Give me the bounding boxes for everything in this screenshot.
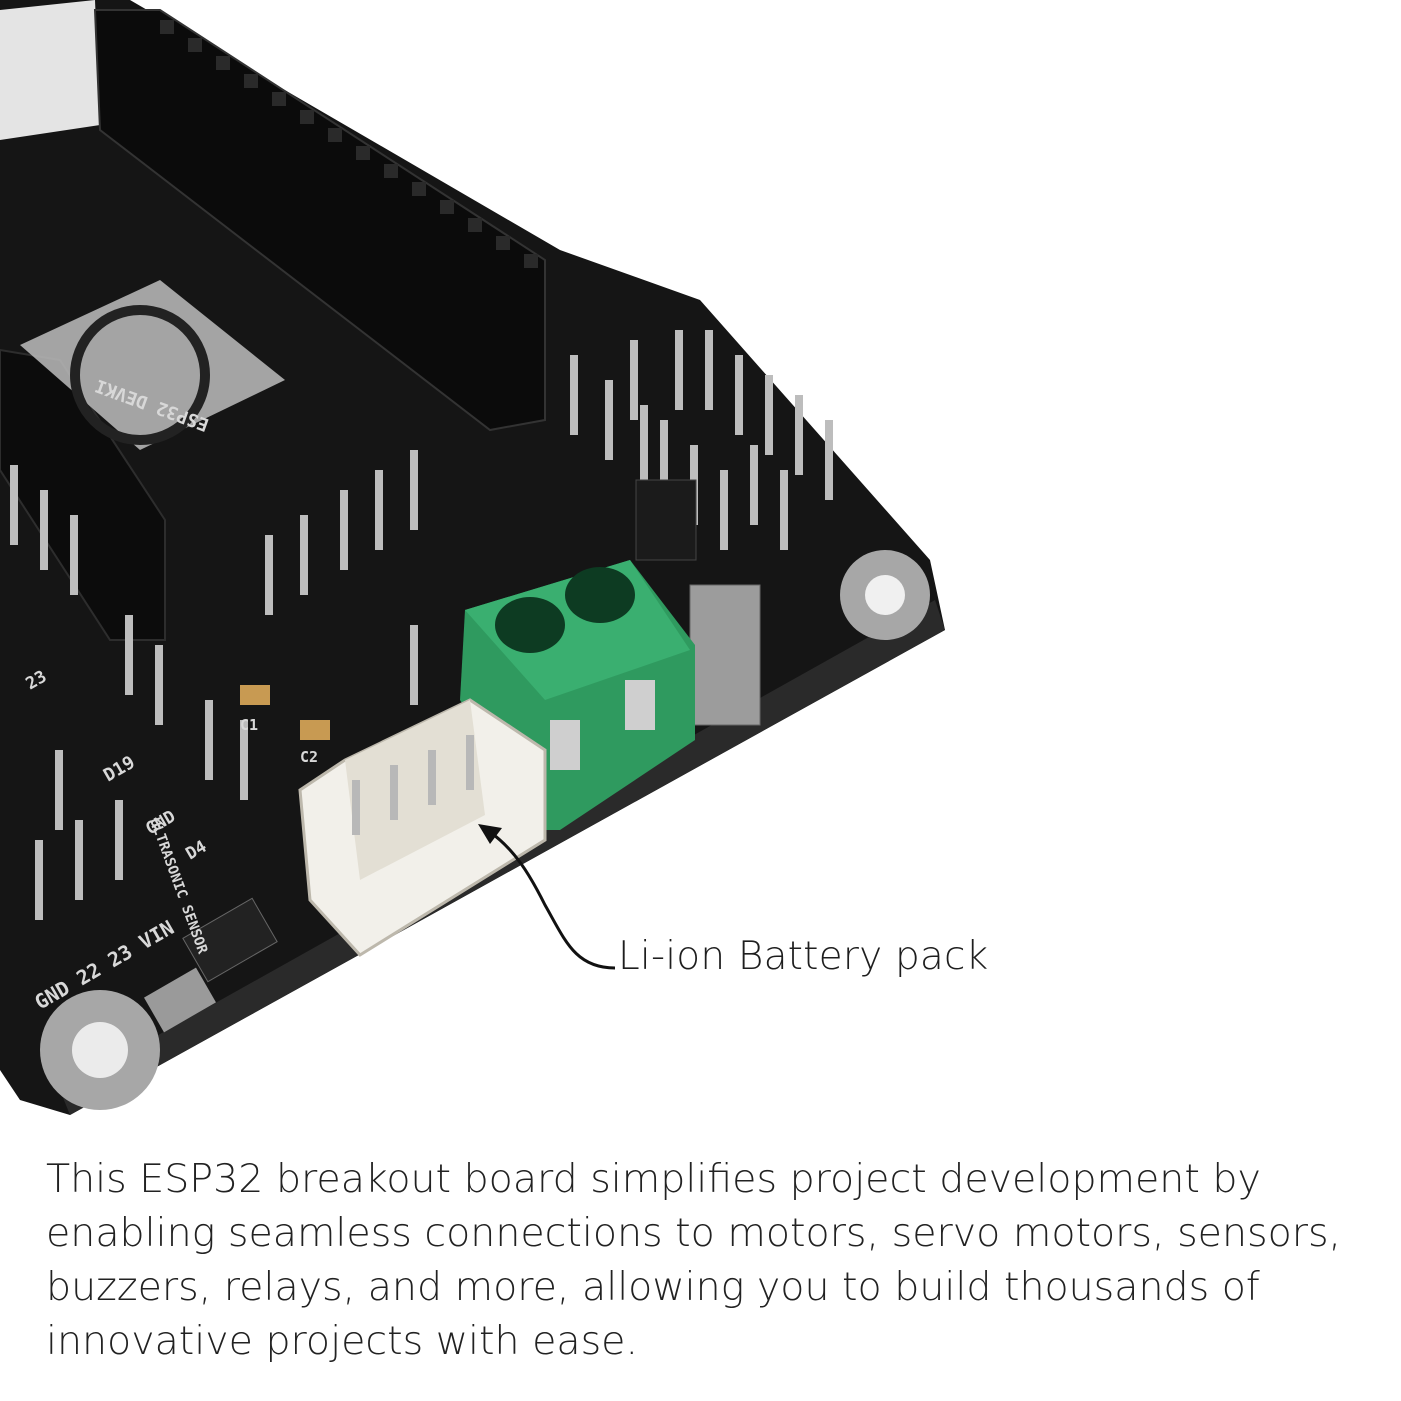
screw-hole-2	[565, 567, 635, 623]
capacitor-c2	[300, 720, 330, 740]
header-pin	[75, 820, 83, 900]
callout-label: Li-ion Battery pack	[618, 934, 989, 979]
header-pin	[265, 535, 273, 615]
header-pin	[340, 490, 348, 570]
female-header	[93, 9, 546, 432]
header-pin	[705, 330, 713, 410]
header-pin	[605, 380, 613, 460]
header-pin	[240, 720, 248, 800]
silkscreen-c1: C1	[240, 716, 258, 734]
jumper	[635, 479, 697, 561]
header-pin	[750, 445, 758, 525]
header-pin	[115, 800, 123, 880]
header-socket	[496, 236, 510, 250]
header-pin	[125, 615, 133, 695]
pcb-board	[0, 0, 945, 1115]
header-socket	[272, 92, 286, 106]
header-pin	[570, 355, 578, 435]
header-pin	[795, 395, 803, 475]
terminal-contact-2	[625, 680, 655, 730]
header-socket	[160, 20, 174, 34]
terminal-contact-1	[550, 720, 580, 770]
header-pin	[410, 450, 418, 530]
header-pin	[630, 340, 638, 420]
connector-pins	[352, 735, 474, 835]
header-pin	[35, 840, 43, 920]
header-socket	[300, 110, 314, 124]
logo-plate	[20, 280, 285, 450]
header-socket	[468, 218, 482, 232]
header-socket	[524, 254, 538, 268]
caption: This ESP32 breakout board simplifies pro…	[46, 1156, 1342, 1364]
header-pin	[40, 490, 48, 570]
header-socket	[412, 182, 426, 196]
header-pin	[55, 750, 63, 830]
header-pin	[735, 355, 743, 435]
header-socket	[244, 74, 258, 88]
smd-pad	[144, 967, 216, 1033]
header-socket	[440, 200, 454, 214]
diode	[182, 897, 278, 983]
board-photo: ESP32 DEVKI GND 22 23 VIN D19 GND D4 ULT…	[0, 0, 945, 1115]
header-socket	[328, 128, 342, 142]
arrow-icon	[489, 830, 616, 970]
slide-switch	[689, 584, 761, 726]
header-socket	[188, 38, 202, 52]
header-socket	[356, 146, 370, 160]
module-shield	[0, 0, 100, 140]
header-pin	[155, 645, 163, 725]
header-pin	[765, 375, 773, 455]
header-pin	[375, 470, 383, 550]
header-pin	[660, 420, 668, 500]
header-pin	[640, 405, 648, 485]
header-pin	[410, 625, 418, 705]
arrowhead-icon	[478, 824, 502, 844]
header-pin	[780, 470, 788, 550]
connector-cavity	[345, 700, 485, 880]
header-pin	[300, 515, 308, 595]
header-pin	[720, 470, 728, 550]
header-pin	[10, 465, 18, 545]
header-pin	[205, 700, 213, 780]
header-socket	[216, 56, 230, 70]
capacitor-c1	[240, 685, 270, 705]
header-socket	[384, 164, 398, 178]
header-pin	[675, 330, 683, 410]
screw-hole-1	[495, 597, 565, 653]
header-pin	[825, 420, 833, 500]
silkscreen-c2: C2	[300, 748, 318, 766]
header-pin	[70, 515, 78, 595]
logo-icon	[70, 305, 210, 445]
